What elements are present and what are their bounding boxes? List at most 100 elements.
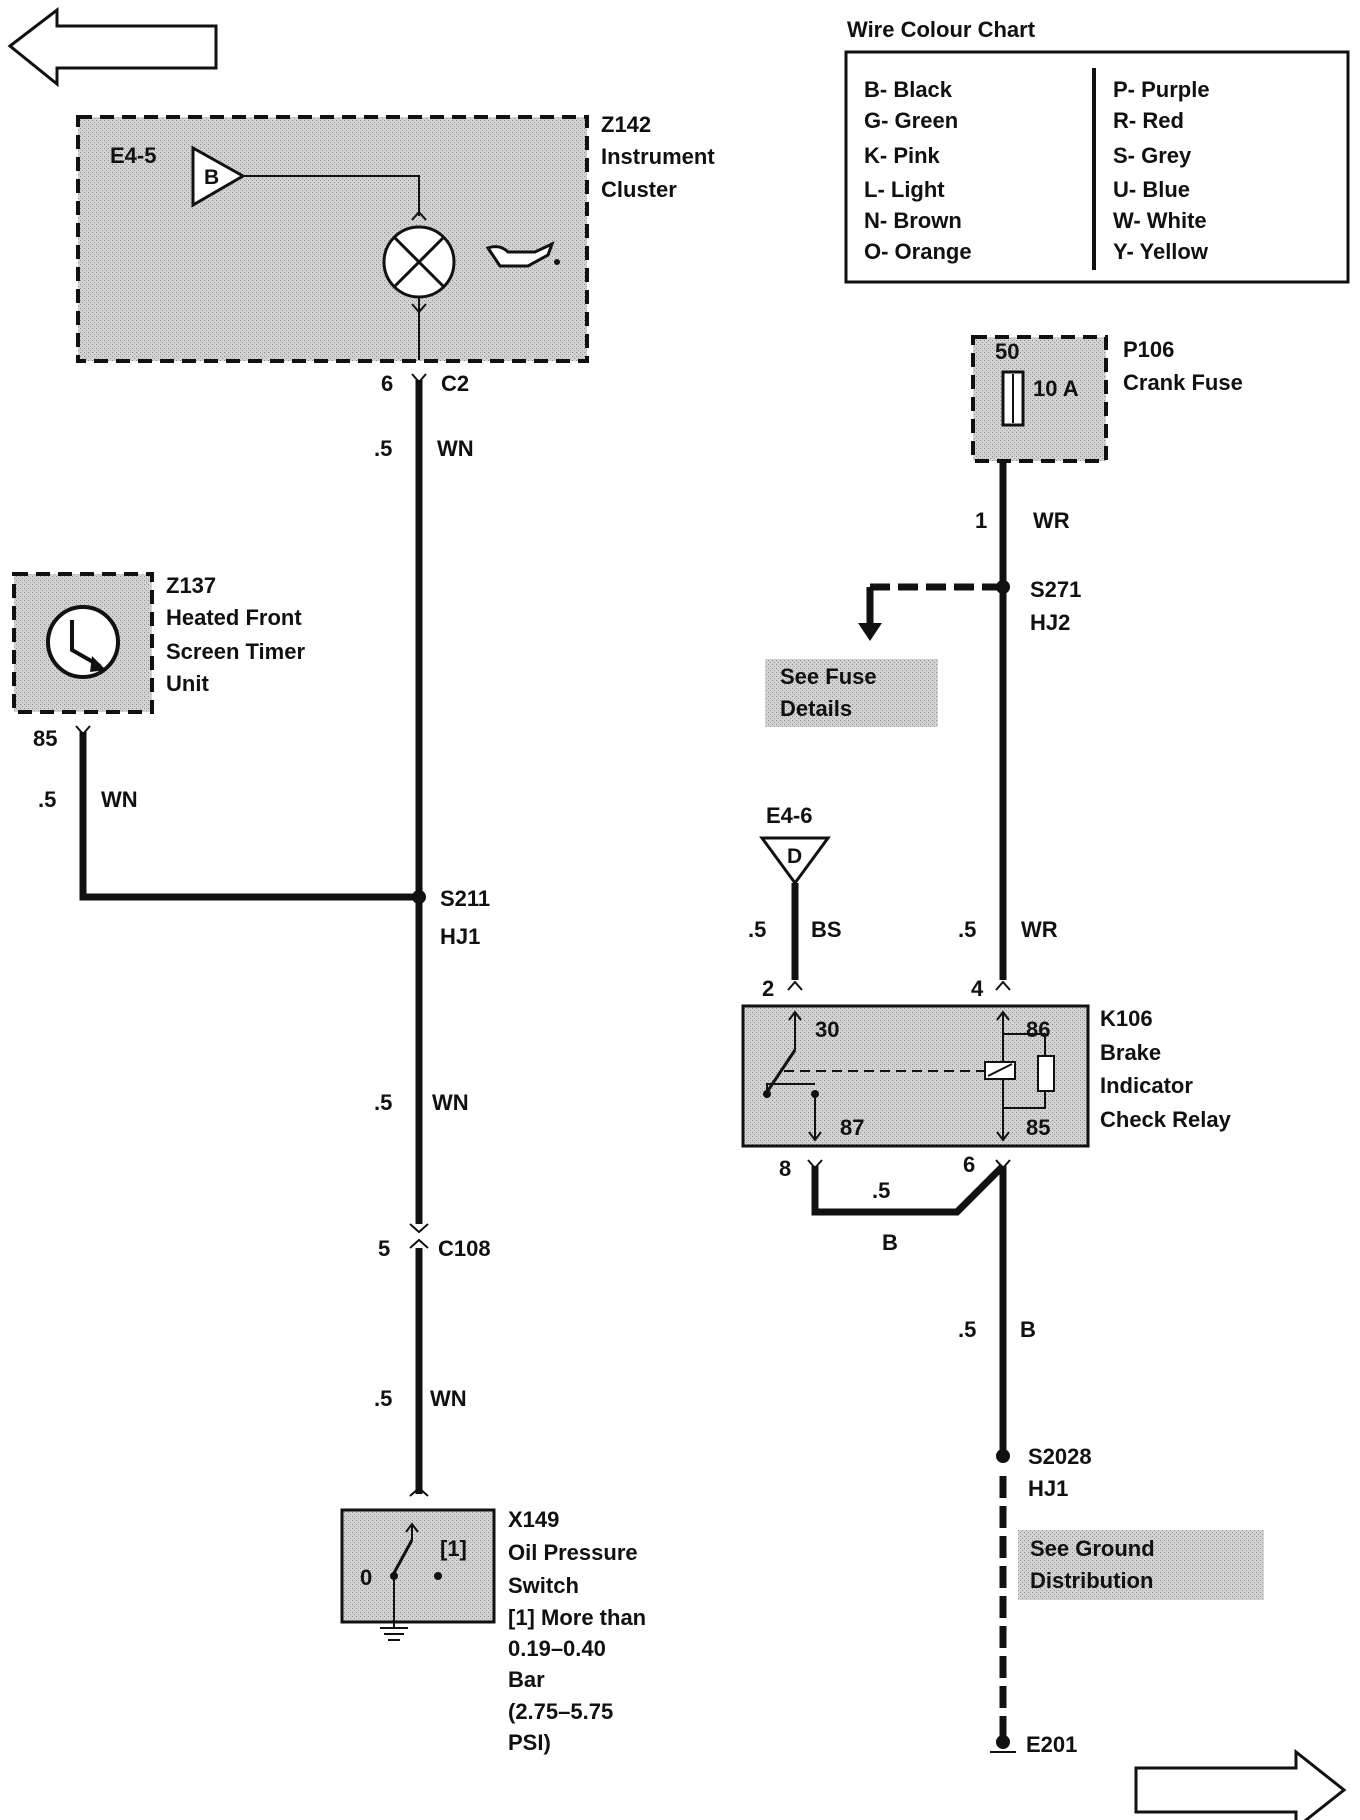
wire-size: .5	[374, 1386, 392, 1411]
connector-c108: 5 C108	[378, 1223, 491, 1261]
wire-size: .5	[38, 787, 56, 812]
contact-label: [1]	[440, 1536, 467, 1561]
next-page-arrow[interactable]	[1134, 1748, 1347, 1820]
component-note: (2.75–5.75	[508, 1699, 613, 1724]
connector-reference-e4-6: E4-6 D	[759, 803, 831, 886]
chart-right-column: P- Purple R- Red S- Grey U- Blue W- Whit…	[1113, 77, 1210, 264]
wire-size: .5	[374, 436, 392, 461]
relay-terminal: 87	[840, 1115, 864, 1140]
wire-colour: WN	[437, 436, 474, 461]
component-name-line: Unit	[166, 671, 209, 696]
component-z142-instrument-cluster: E4-5 B Z142 Instrument Cluster	[76, 112, 715, 363]
colour-entry: B- Black	[864, 77, 953, 102]
splice-s271: S271 HJ2	[858, 577, 1081, 641]
connector-name: C2	[441, 371, 469, 396]
contact-label: 0	[360, 1565, 372, 1590]
colour-entry: R- Red	[1113, 108, 1184, 133]
ground-name: E201	[1026, 1732, 1077, 1757]
wire-size: .5	[958, 917, 976, 942]
splice-harness: HJ2	[1030, 610, 1070, 635]
connector-pin: 5	[378, 1236, 390, 1261]
component-name-line: Brake	[1100, 1040, 1161, 1065]
component-name-line: Oil Pressure	[508, 1540, 638, 1565]
wire-colour: WR	[1021, 917, 1058, 942]
wire-size: .5	[958, 1317, 976, 1342]
relay-pin: 4	[971, 976, 984, 1001]
splice-name: S211	[440, 886, 490, 911]
component-id: P106	[1123, 337, 1174, 362]
ref-letter: B	[204, 166, 219, 189]
reference-line: Details	[780, 696, 852, 721]
wire-colour: WN	[432, 1090, 469, 1115]
arrow-down-icon	[858, 623, 882, 641]
ground-point-e201: E201	[990, 1732, 1077, 1757]
reference-line: See Fuse	[780, 664, 877, 689]
component-note: [1] More than	[508, 1605, 646, 1630]
fuse-number: 50	[995, 339, 1019, 364]
relay-terminal: 85	[1026, 1115, 1050, 1140]
reference-line: Distribution	[1030, 1568, 1153, 1593]
colour-entry: L- Light	[864, 177, 945, 202]
connector-triangle-icon	[759, 836, 831, 886]
wire-size: .5	[748, 917, 766, 942]
splice-name: S2028	[1028, 1444, 1092, 1469]
component-id: K106	[1100, 1006, 1153, 1031]
fuse-rating: 10 A	[1033, 376, 1079, 401]
wire-colour: WN	[430, 1386, 467, 1411]
wire-colour: B	[882, 1230, 898, 1255]
wire-colour: WR	[1033, 508, 1070, 533]
chart-left-column: B- Black G- Green K- Pink L- Light N- Br…	[864, 77, 972, 264]
relay-pin: 8	[779, 1156, 791, 1181]
see-ground-distribution-link[interactable]: See Ground Distribution	[1018, 1530, 1264, 1600]
see-fuse-details-link[interactable]: See Fuse Details	[765, 659, 938, 727]
component-z137-timer-unit: Z137 Heated Front Screen Timer Unit 85	[12, 572, 305, 751]
component-name-line: Instrument	[601, 144, 715, 169]
component-name-line: Switch	[508, 1573, 579, 1598]
wire-wn-timer	[79, 732, 419, 901]
wire-size: .5	[872, 1178, 890, 1203]
component-id: Z137	[166, 573, 216, 598]
colour-entry: O- Orange	[864, 239, 972, 264]
splice-s2028: S2028 HJ1	[996, 1444, 1092, 1501]
splice-harness: HJ1	[440, 924, 480, 949]
component-name-line: Screen Timer	[166, 639, 305, 664]
ref-letter: D	[787, 845, 802, 868]
splice-name: S271	[1030, 577, 1081, 602]
colour-entry: Y- Yellow	[1113, 239, 1209, 264]
component-name-line: Indicator	[1100, 1073, 1193, 1098]
wire-size: .5	[374, 1090, 392, 1115]
connector-pin: 6	[381, 371, 393, 396]
component-id: X149	[508, 1507, 559, 1532]
component-note: 0.19–0.40	[508, 1636, 606, 1661]
splice-s211: S211 HJ1	[412, 886, 490, 949]
ref-label: E4-6	[766, 803, 812, 828]
ground-symbol-icon	[380, 1627, 408, 1641]
timer-clock-icon	[46, 605, 120, 679]
connector-c2: 6 C2	[381, 371, 469, 396]
colour-entry: K- Pink	[864, 143, 941, 168]
connector-triangle-icon	[191, 145, 247, 208]
relay-pin: 6	[963, 1152, 975, 1177]
component-x149-oil-pressure-switch: 0 [1] X149 Oil Pressure Switch [1] More …	[340, 1486, 646, 1755]
colour-entry: S- Grey	[1113, 143, 1192, 168]
wire-colour: BS	[811, 917, 842, 942]
component-pin: 85	[33, 726, 57, 751]
relay-pin: 2	[762, 976, 774, 1001]
wire-colour: B	[1020, 1317, 1036, 1342]
component-id: Z142	[601, 112, 651, 137]
component-name-line: Check Relay	[1100, 1107, 1232, 1132]
diode-resistor-icon	[1037, 1055, 1055, 1092]
component-note: PSI)	[508, 1730, 551, 1755]
wire-colour-chart: Wire Colour Chart B- Black G- Green K- P…	[844, 17, 1350, 284]
wire-colour: WN	[101, 787, 138, 812]
component-k106-relay: 2 4 30 8 6 87 85 K106 Brake Indicator Che…	[741, 976, 1232, 1181]
previous-page-arrow[interactable]	[7, 6, 218, 88]
splice-harness: HJ1	[1028, 1476, 1068, 1501]
connector-name: C108	[438, 1236, 491, 1261]
component-name-line: Heated Front	[166, 605, 302, 630]
component-name-line: Cluster	[601, 177, 677, 202]
component-name-line: Crank Fuse	[1123, 370, 1243, 395]
relay-terminal: 30	[815, 1017, 839, 1042]
oil-can-icon	[485, 241, 560, 268]
